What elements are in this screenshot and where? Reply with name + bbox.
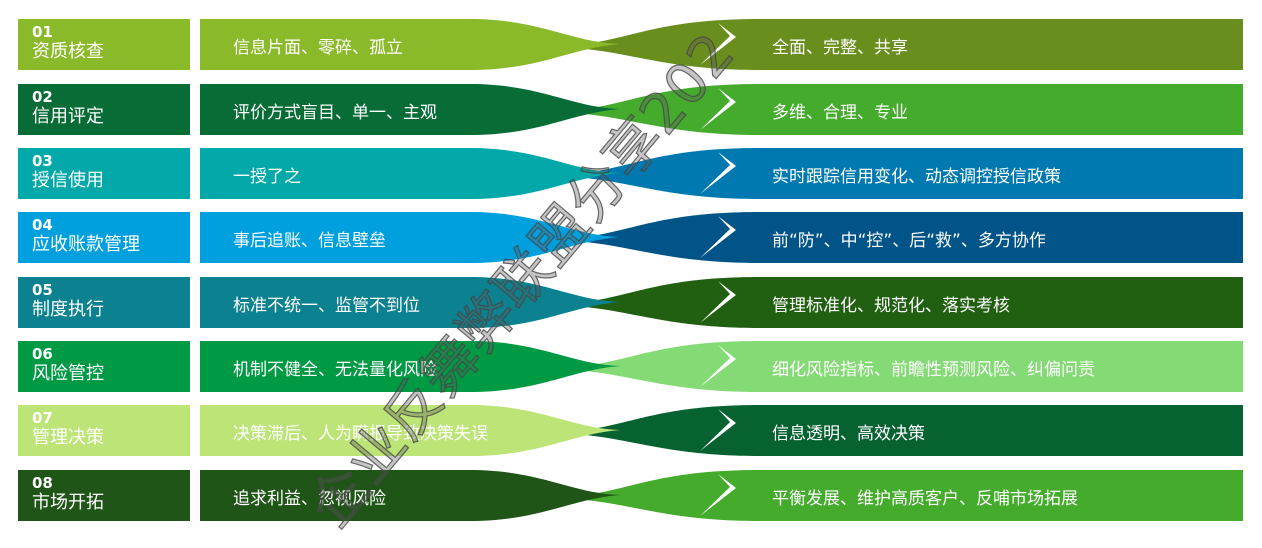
- after-text: 前“防”、中“控”、后“救”、多方协作: [772, 231, 1046, 251]
- category-label: 制度执行: [32, 299, 104, 320]
- after-ribbon: [560, 148, 1243, 199]
- category-number: 07: [32, 409, 53, 427]
- ribbon-shapes: [200, 405, 1243, 456]
- category-number: 04: [32, 216, 53, 234]
- category-number: 03: [32, 152, 53, 170]
- category-label: 资质核查: [32, 41, 104, 62]
- before-text: 一授了之: [233, 167, 301, 187]
- category-label: 应收账款管理: [32, 234, 140, 255]
- category-label: 风险管控: [32, 363, 104, 384]
- after-text: 细化风险指标、前瞻性预测风险、纠偏问责: [772, 360, 1095, 380]
- before-ribbon: [200, 148, 620, 199]
- before-ribbon: [200, 405, 620, 456]
- category-label: 信用评定: [32, 106, 104, 127]
- before-ribbon: [200, 470, 620, 521]
- after-ribbon: [560, 19, 1243, 70]
- after-text: 多维、合理、专业: [772, 103, 908, 123]
- category-label: 授信使用: [32, 170, 104, 191]
- ribbon-shapes: [200, 470, 1243, 521]
- ribbon-shapes: [200, 19, 1243, 70]
- ribbon-shapes: [200, 84, 1243, 135]
- before-ribbon: [200, 212, 620, 263]
- after-text: 平衡发展、维护高质客户、反哺市场拓展: [772, 489, 1078, 509]
- before-text: 机制不健全、无法量化风险: [233, 360, 437, 380]
- after-text: 全面、完整、共享: [772, 38, 908, 58]
- category-number: 01: [32, 23, 53, 41]
- after-ribbon: [560, 470, 1243, 521]
- before-text: 信息片面、零碎、孤立: [233, 38, 403, 58]
- category-number: 05: [32, 281, 53, 299]
- category-label: 市场开拓: [32, 492, 104, 513]
- before-ribbon: [200, 277, 620, 328]
- before-ribbon: [200, 19, 620, 70]
- before-ribbon: [200, 341, 620, 392]
- before-text: 评价方式盲目、单一、主观: [233, 103, 437, 123]
- ribbon-shapes: [200, 341, 1243, 392]
- ribbon-shapes: [200, 212, 1243, 263]
- category-label: 管理决策: [32, 427, 104, 448]
- before-text: 事后追账、信息壁垒: [233, 231, 386, 251]
- ribbon-shapes: [200, 148, 1243, 199]
- after-text: 信息透明、高效决策: [772, 424, 925, 444]
- before-text: 决策滞后、人为瞒报导致决策失误: [233, 424, 488, 444]
- after-text: 管理标准化、规范化、落实考核: [772, 296, 1010, 316]
- after-text: 实时跟踪信用变化、动态调控授信政策: [772, 167, 1061, 187]
- after-ribbon: [560, 277, 1243, 328]
- before-text: 标准不统一、监管不到位: [233, 296, 420, 316]
- category-number: 02: [32, 88, 53, 106]
- before-ribbon: [200, 84, 620, 135]
- before-text: 追求利益、忽视风险: [233, 489, 386, 509]
- after-ribbon: [560, 341, 1243, 392]
- after-ribbon: [560, 212, 1243, 263]
- category-number: 08: [32, 474, 53, 492]
- ribbon-shapes: [200, 277, 1243, 328]
- category-number: 06: [32, 345, 53, 363]
- after-ribbon: [560, 405, 1243, 456]
- after-ribbon: [560, 84, 1243, 135]
